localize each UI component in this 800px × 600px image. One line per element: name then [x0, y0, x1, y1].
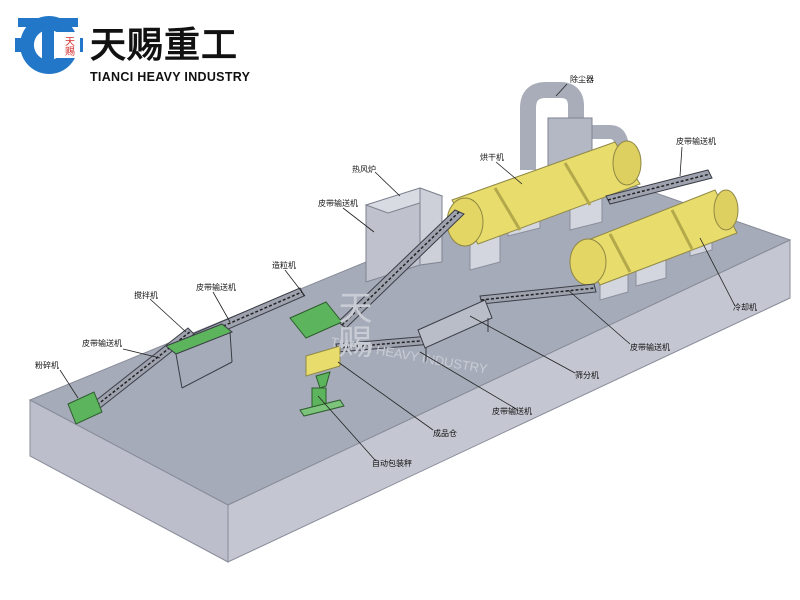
label-crusher: 粉碎机	[35, 360, 59, 370]
label-mixer: 搅拌机	[134, 290, 158, 300]
cooler-ring	[608, 233, 632, 273]
label-belt-conveyor-top-right: 皮带输送机	[676, 136, 716, 146]
logo-mark-text: 天赐	[63, 36, 75, 57]
brand-logo-mark: 天赐	[15, 16, 83, 74]
brand-name-en: TIANCI HEAVY INDUSTRY	[90, 70, 251, 84]
cooler-ring	[670, 209, 694, 250]
label-belt-conveyor-lower-right: 皮带输送机	[630, 342, 670, 352]
dryer-ring	[563, 162, 592, 206]
label-belt-conveyor-upper-left: 皮带输送机	[196, 282, 236, 292]
label-auto-packing-scale: 自动包装秤	[372, 458, 412, 468]
label-cooler: 冷却机	[733, 302, 757, 312]
brand-name-cn: 天赐重工	[90, 25, 239, 66]
finished-bin	[305, 345, 341, 377]
crusher-body	[67, 391, 103, 425]
dryer-drum-end-back	[612, 140, 642, 186]
watermark-mark: 天赐	[332, 290, 372, 358]
label-belt-conveyor-left: 皮带输送机	[82, 338, 122, 348]
label-dryer: 烘干机	[480, 152, 504, 162]
cooler-drum-end-back	[713, 189, 739, 231]
mixer-frame	[165, 323, 233, 389]
label-dust-collector: 除尘器	[570, 74, 594, 84]
label-screening-machine: 筛分机	[575, 370, 599, 380]
label-finished-bin: 成品仓	[433, 428, 457, 438]
granulator-body	[289, 301, 343, 339]
label-belt-conveyor-mid: 皮带输送机	[318, 198, 358, 208]
dryer-ring	[493, 187, 522, 231]
auto-packing-scale	[299, 387, 345, 417]
belt-conveyor-dryer-to-cooler	[605, 169, 713, 205]
belt-conveyor-to-dryer	[337, 209, 465, 329]
label-hot-air-furnace: 热风炉	[352, 164, 376, 174]
gear-icon	[20, 16, 79, 74]
dust-collector-duct	[520, 82, 584, 170]
cooler-drum-end	[569, 238, 607, 286]
label-belt-conveyor-bottom: 皮带输送机	[492, 406, 532, 416]
screening-machine	[417, 299, 493, 349]
label-granulator: 造粒机	[272, 260, 296, 270]
platform-side	[227, 239, 791, 563]
